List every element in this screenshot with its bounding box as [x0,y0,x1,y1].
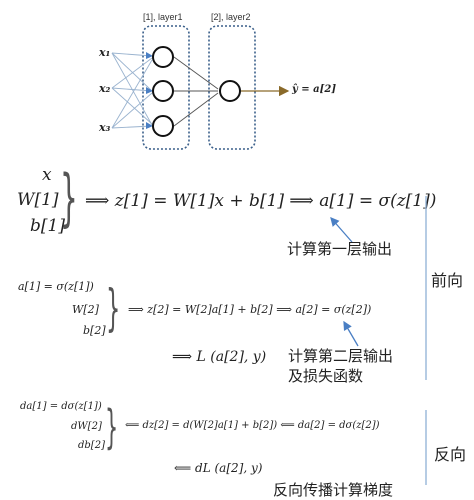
fb1-var-b1: b[1] [30,216,65,236]
input-x2-label: x₂ [99,82,111,95]
fb2-var-b2: b[2] [83,324,106,337]
bb-brace: } [105,400,119,454]
bb-equation: ⟸ dz[2] = d(W[2]a[1] + b[2]) ⟸ da[2] = d… [125,420,380,431]
layer1-node-2 [152,80,174,102]
input-edge-arrows [146,52,153,129]
fb2-var-a1: a[1] = σ(z[1]) [18,280,94,293]
layer2-label: [2], layer2 [211,12,251,22]
fb2-brace: } [106,279,121,337]
side-label-backward: 反向 [434,445,467,464]
hidden-edges [173,56,219,127]
bb-var-db2: db[2] [78,440,105,451]
layer1-node-1 [152,46,174,68]
side-label-forward: 前向 [431,271,464,290]
input-edges [111,52,153,129]
layer2-box [208,25,256,150]
bb-loss: ⟸ dL (a[2], y) [174,461,263,475]
input-x3-label: x₃ [99,121,111,134]
layer1-label: [1], layer1 [143,12,183,22]
layer2-node [219,80,241,102]
fb2-annotation-line1: 计算第二层输出 [288,347,394,365]
fb2-loss: ⟹ L (a[2], y) [172,349,267,365]
fb1-annotation: 计算第一层输出 [287,240,393,258]
fb1-brace: } [60,161,78,234]
fb1-var-x: x [42,165,52,185]
fb2-equation: ⟹ z[2] = W[2]a[1] + b[2] ⟹ a[2] = σ(z[2]… [128,303,372,316]
fb2-annotation-line2: 及损失函数 [288,367,364,385]
layer1-box [142,25,190,150]
layer1-node-3 [152,115,174,137]
fb2-var-w2: W[2] [72,303,99,316]
input-x1-label: x₁ [99,46,111,59]
fb1-equation: ⟹ z[1] = W[1]x + b[1] ⟹ a[1] = σ(z[1]) [85,191,437,211]
fb1-var-w1: W[1] [17,190,59,210]
bb-var-dw2: dW[2] [71,421,102,432]
bb-annotation: 反向传播计算梯度 [273,481,394,499]
bb-var-da1: da[1] = dσ(z[1]) [20,401,102,412]
network-diagram [111,25,290,150]
output-label: ŷ = a[2] [292,84,337,95]
